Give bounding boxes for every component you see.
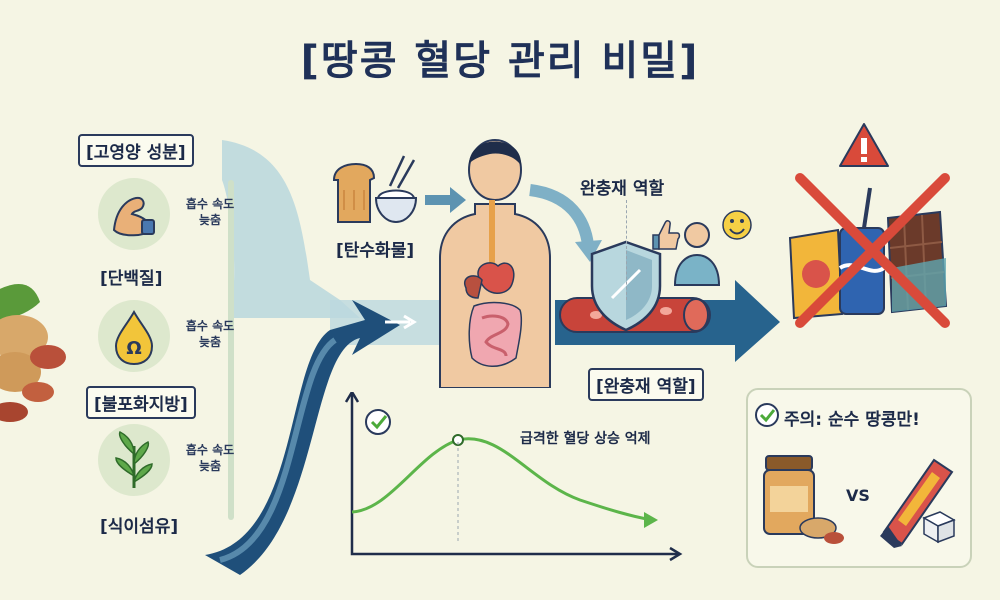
protein-label: [단백질] bbox=[100, 269, 163, 289]
check-circle-icon bbox=[365, 409, 391, 435]
nutrients-connector bbox=[228, 180, 234, 520]
bread-icon bbox=[332, 162, 376, 223]
plant-leaf-icon bbox=[115, 430, 153, 488]
carbs-label: [탄수화물] bbox=[336, 241, 415, 261]
fiber-label: [식이섬유] bbox=[100, 517, 179, 537]
graph-label: 급격한 혈당 상승 억제 bbox=[520, 431, 651, 447]
page-title: [땅콩 혈당 관리 비밀] bbox=[300, 38, 700, 84]
nutrients-header: [고영양 성분] bbox=[78, 134, 194, 167]
human-body-digestive-icon bbox=[439, 139, 551, 388]
buffer-label-bottom: [완충재 역할] bbox=[588, 368, 704, 401]
caution-label: 주의: 순수 땅콩만! bbox=[784, 410, 920, 430]
cross-mark-icon bbox=[795, 173, 950, 328]
warning-icon bbox=[839, 123, 889, 167]
fat-label: [불포화지방] bbox=[86, 386, 196, 419]
oil-drop-omega-icon: Ω bbox=[114, 309, 154, 366]
fat-note: 흡수 속도 늦춤 bbox=[185, 319, 235, 349]
caution-check-icon bbox=[755, 403, 779, 427]
svg-text:Ω: Ω bbox=[126, 338, 141, 359]
glucose-curve bbox=[351, 437, 653, 522]
peanuts-icon bbox=[0, 284, 66, 422]
happy-person-icon bbox=[652, 210, 752, 286]
buffer-label-top: 완충재 역할 bbox=[580, 179, 665, 199]
vs-label: VS bbox=[846, 486, 870, 505]
fat-icon-circle: Ω bbox=[98, 300, 170, 372]
dotted-guide bbox=[626, 200, 627, 300]
flexed-arm-icon bbox=[112, 196, 155, 237]
protein-icon-circle bbox=[98, 178, 170, 250]
peanut-butter-jar-icon bbox=[763, 455, 844, 544]
thumbs-up-icon bbox=[652, 220, 681, 250]
candy-bar-icon bbox=[880, 458, 956, 548]
fiber-note: 흡수 속도 늦춤 bbox=[185, 443, 235, 473]
carbs-icons bbox=[332, 155, 418, 224]
smiley-face-icon bbox=[722, 210, 752, 240]
rice-bowl-icon bbox=[374, 155, 418, 224]
sugar-cube-icon bbox=[922, 511, 956, 544]
fiber-icon-circle bbox=[98, 424, 170, 496]
protein-note: 흡수 속도 늦춤 bbox=[185, 197, 235, 227]
blood-sugar-graph bbox=[344, 392, 683, 562]
junk-food-crossed-icon bbox=[788, 123, 950, 328]
